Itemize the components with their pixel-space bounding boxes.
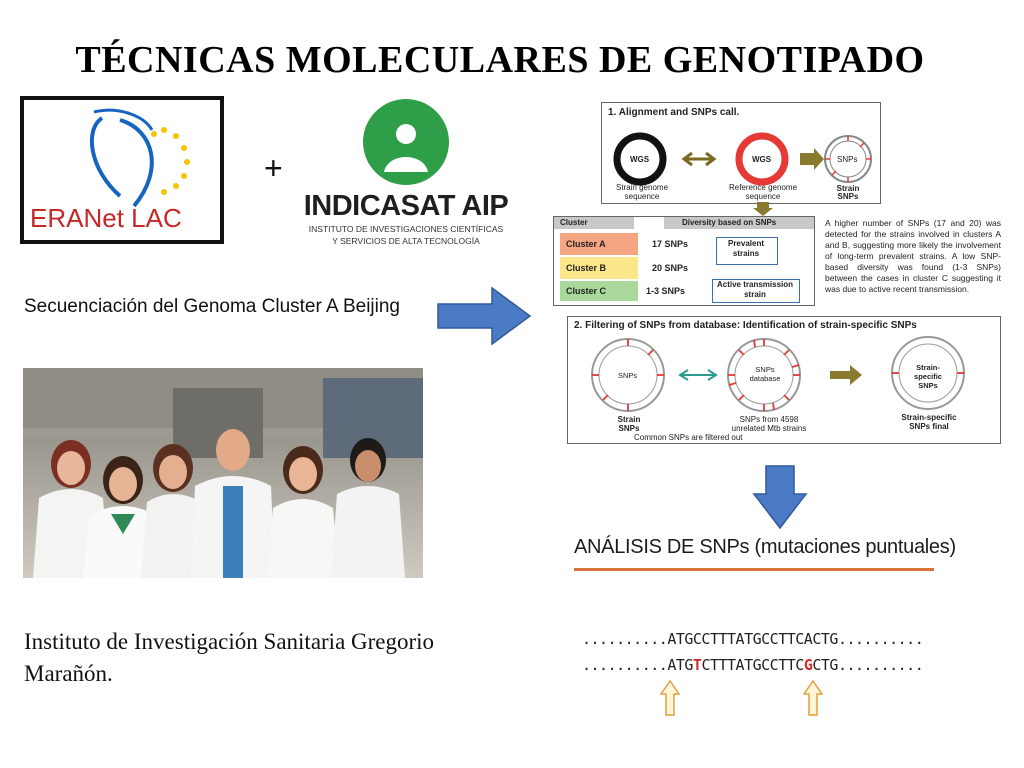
indicasat-logo: INDICASAT AIP INSTITUTO DE INVESTIGACION… — [296, 98, 516, 258]
snps-database-label: SNPs database — [749, 365, 781, 383]
eranet-lac-logo: ERANet LAC — [20, 96, 224, 244]
institute-caption: Instituto de Investigación Sanitaria Gre… — [24, 629, 435, 686]
step1-rings — [613, 132, 872, 186]
strain-snps-label: Strain SNPs — [836, 184, 860, 201]
step1-panel: 1. Alignment and SNPs call. WGS WGS SNPs… — [601, 102, 881, 204]
step2-rings — [591, 336, 965, 412]
cluster-header: Cluster — [560, 218, 588, 227]
reference-sequence: ..........ATGCCTTTATGCCTTCACTG.......... — [582, 630, 924, 648]
reference-genome-label: Reference genome sequence — [728, 183, 798, 201]
arrow-down-icon — [752, 465, 808, 530]
mutation-2-arrow-icon — [803, 680, 823, 716]
cluster-panel: Cluster Diversity based on SNPs Cluster … — [553, 216, 815, 306]
mutation-2: G — [803, 656, 813, 674]
strain-snps-label-2: Strain SNPs — [617, 415, 641, 433]
step2-title: 2. Filtering of SNPs from database: Iden… — [574, 320, 917, 331]
step1-title: 1. Alignment and SNPs call. — [608, 107, 740, 118]
prevalent-strains-box: Prevalent strains — [727, 239, 765, 258]
cluster-b-chip: Cluster B — [560, 257, 638, 279]
wgs-label-2: WGS — [752, 155, 772, 164]
arrow-right-icon — [437, 286, 532, 346]
connector-arrow-1 — [753, 202, 773, 216]
sequencing-caption: Secuenciación del Genoma Cluster A Beiji… — [24, 296, 401, 317]
strain-genome-label: Strain genome sequence — [615, 183, 669, 201]
common-snps-filtered-label: Common SNPs are filtered out — [634, 433, 743, 442]
strain-specific-label: Strain-specific SNPs — [914, 363, 942, 390]
indicasat-emblem-icon — [363, 99, 449, 185]
mutation-1-arrow-icon — [660, 680, 680, 716]
snps-ring-label-2: SNPs — [618, 371, 638, 380]
step2-panel: 2. Filtering of SNPs from database: Iden… — [567, 316, 1001, 444]
cluster-c-snps: 1-3 SNPs — [646, 286, 686, 296]
wgs-label-1: WGS — [630, 155, 650, 164]
diversity-header: Diversity based on SNPs — [682, 218, 777, 227]
indicasat-subtitle-2: Y SERVICIOS DE ALTA TECNOLOGÍA — [332, 236, 480, 246]
strain-specific-final-label: Strain-specific SNPs final — [901, 413, 957, 431]
cluster-b-snps: 20 SNPs — [652, 263, 689, 273]
indicasat-subtitle-1: INSTITUTO DE INVESTIGACIONES CIENTÍFICAS — [308, 224, 504, 234]
cluster-description: A higher number of SNPs (17 and 20) was … — [825, 218, 1001, 294]
team-photo — [23, 368, 423, 578]
eranet-emblem-icon — [89, 108, 190, 208]
snp-workflow-diagram: 1. Alignment and SNPs call. WGS WGS SNPs… — [553, 98, 1013, 444]
snp-analysis-title: ANÁLISIS DE SNPs (mutaciones puntuales) — [574, 536, 956, 558]
eranet-logo-text: ERANet LAC — [30, 203, 182, 233]
active-strain-box: Active transmission strain — [716, 280, 794, 299]
snps-4598-label: SNPs from 4598 unrelated Mtb strains — [731, 415, 807, 433]
mutation-1: T — [692, 656, 702, 674]
indicasat-name: INDICASAT AIP — [303, 190, 509, 222]
snps-ring-label: SNPs — [837, 155, 858, 164]
team-photo-illustration — [23, 368, 423, 578]
cluster-a-chip: Cluster A — [560, 233, 638, 255]
snp-title-underline — [574, 568, 934, 571]
mutated-sequence: ..........ATGTCTTTATGCCTTCGCTG.......... — [582, 656, 924, 674]
cluster-c-chip: Cluster C — [560, 281, 638, 301]
page-title: TÉCNICAS MOLECULARES DE GENOTIPADO — [75, 39, 925, 81]
plus-sign: + — [264, 150, 283, 186]
cluster-a-snps: 17 SNPs — [652, 239, 689, 249]
